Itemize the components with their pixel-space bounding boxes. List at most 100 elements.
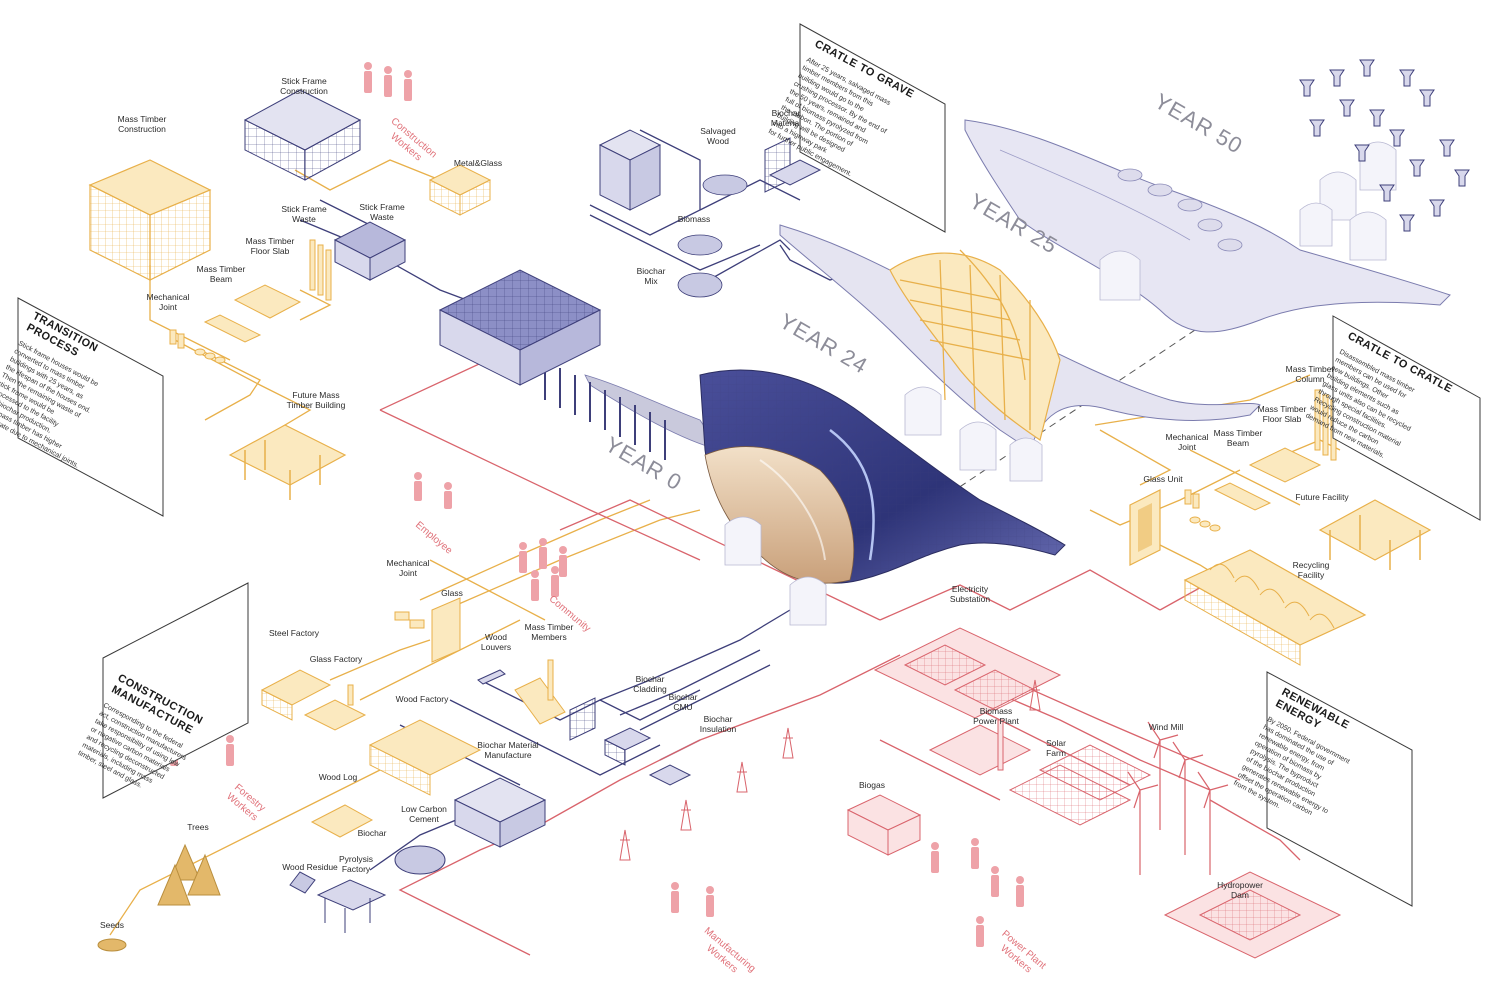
label-employee: Employee (413, 520, 454, 557)
biomass-power-plant-shape (928, 719, 1032, 776)
pyrolysis-factory-shape (316, 879, 387, 933)
year-0-building (544, 360, 1066, 626)
year-label-y24: YEAR 24 (775, 308, 872, 378)
biomass-piles (677, 174, 748, 298)
label-metal-glass: Metal&Glass (454, 158, 502, 168)
label-future-facility: Future Facility (1295, 492, 1349, 502)
biogas-shape (846, 794, 922, 856)
wood-residue-shape (289, 871, 316, 894)
label-seeds: Seeds (100, 920, 124, 930)
seeds-shape (97, 938, 127, 952)
glass-unit-shape (1129, 489, 1161, 566)
label-manufacturing-workers: ManufacturingWorkers (694, 926, 757, 984)
mechanical-joints-a (169, 329, 226, 364)
label-glass-unit: Glass Unit (1143, 474, 1183, 484)
label-power-plant-workers: Power PlantWorkers (992, 929, 1048, 981)
label-trees: Trees (187, 822, 208, 832)
biochar-pile-shape (394, 845, 446, 875)
post-life-columns (1299, 59, 1470, 232)
label-steel-factory: Steel Factory (269, 628, 320, 638)
mass-timber-floor-slab-a-shape (233, 284, 302, 319)
stick-frame-waste-bin (333, 221, 407, 281)
wood-factory-shape (368, 719, 482, 796)
mechanical-joint-c-shape (394, 611, 425, 629)
glass-panel-shape (431, 597, 461, 663)
wood-louvers-shape (477, 669, 506, 685)
salvaged-wood-machine (598, 129, 662, 211)
recycling-facility-shape (1183, 549, 1367, 666)
biochar-material-panel (764, 137, 822, 193)
mass-timber-columns-a (309, 239, 332, 301)
mass-timber-beam-a-shape (203, 314, 262, 343)
year-label-y0: YEAR 0 (601, 432, 686, 496)
transmission-towers (619, 679, 1041, 861)
biochar-material-manufacture-shape (453, 777, 547, 848)
mass-timber-members-shape (514, 659, 566, 725)
label-glass: Glass (441, 588, 463, 598)
year-50-building (964, 119, 1451, 333)
biochar-cladding-shape (569, 697, 596, 741)
stick-frame-construction-house (243, 89, 362, 181)
year-label-y50: YEAR 50 (1150, 88, 1247, 158)
electricity-substation-shape (873, 627, 1062, 719)
hydropower-dam-shape (1163, 871, 1342, 959)
biochar-hub-factory (438, 269, 602, 386)
year-25-building (779, 224, 1261, 482)
solar-farm-shape (1008, 744, 1152, 826)
label-wood-residue: Wood Residue (282, 862, 338, 872)
mass-timber-construction-building (88, 159, 212, 281)
label-construction-workers: ConstructionWorkers (381, 116, 439, 170)
label-glass-factory: Glass Factory (310, 654, 363, 664)
mechanical-joints-b (1184, 489, 1221, 532)
label-biomass: Biomass (678, 214, 711, 224)
steel-factory-shape (260, 669, 332, 721)
mass-timber-beam-b-shape (1213, 482, 1272, 511)
label-biochar: Biochar (358, 828, 387, 838)
label-forestry-workers: ForestryWorkers (224, 782, 267, 823)
wind-mills (1127, 721, 1229, 875)
future-facility-shape (1318, 499, 1432, 570)
biochar-insulation-shape (648, 764, 692, 786)
label-wind-mill: Wind Mill (1149, 722, 1184, 732)
label-wood-log: Wood Log (319, 772, 358, 782)
future-mass-timber-building-shape (228, 424, 347, 500)
label-wood-factory: Wood Factory (396, 694, 450, 704)
label-biogas: Biogas (859, 780, 885, 790)
metal-glass-box (428, 164, 492, 216)
glass-factory-shape (303, 684, 367, 731)
biochar-cmu-shape (603, 727, 652, 766)
